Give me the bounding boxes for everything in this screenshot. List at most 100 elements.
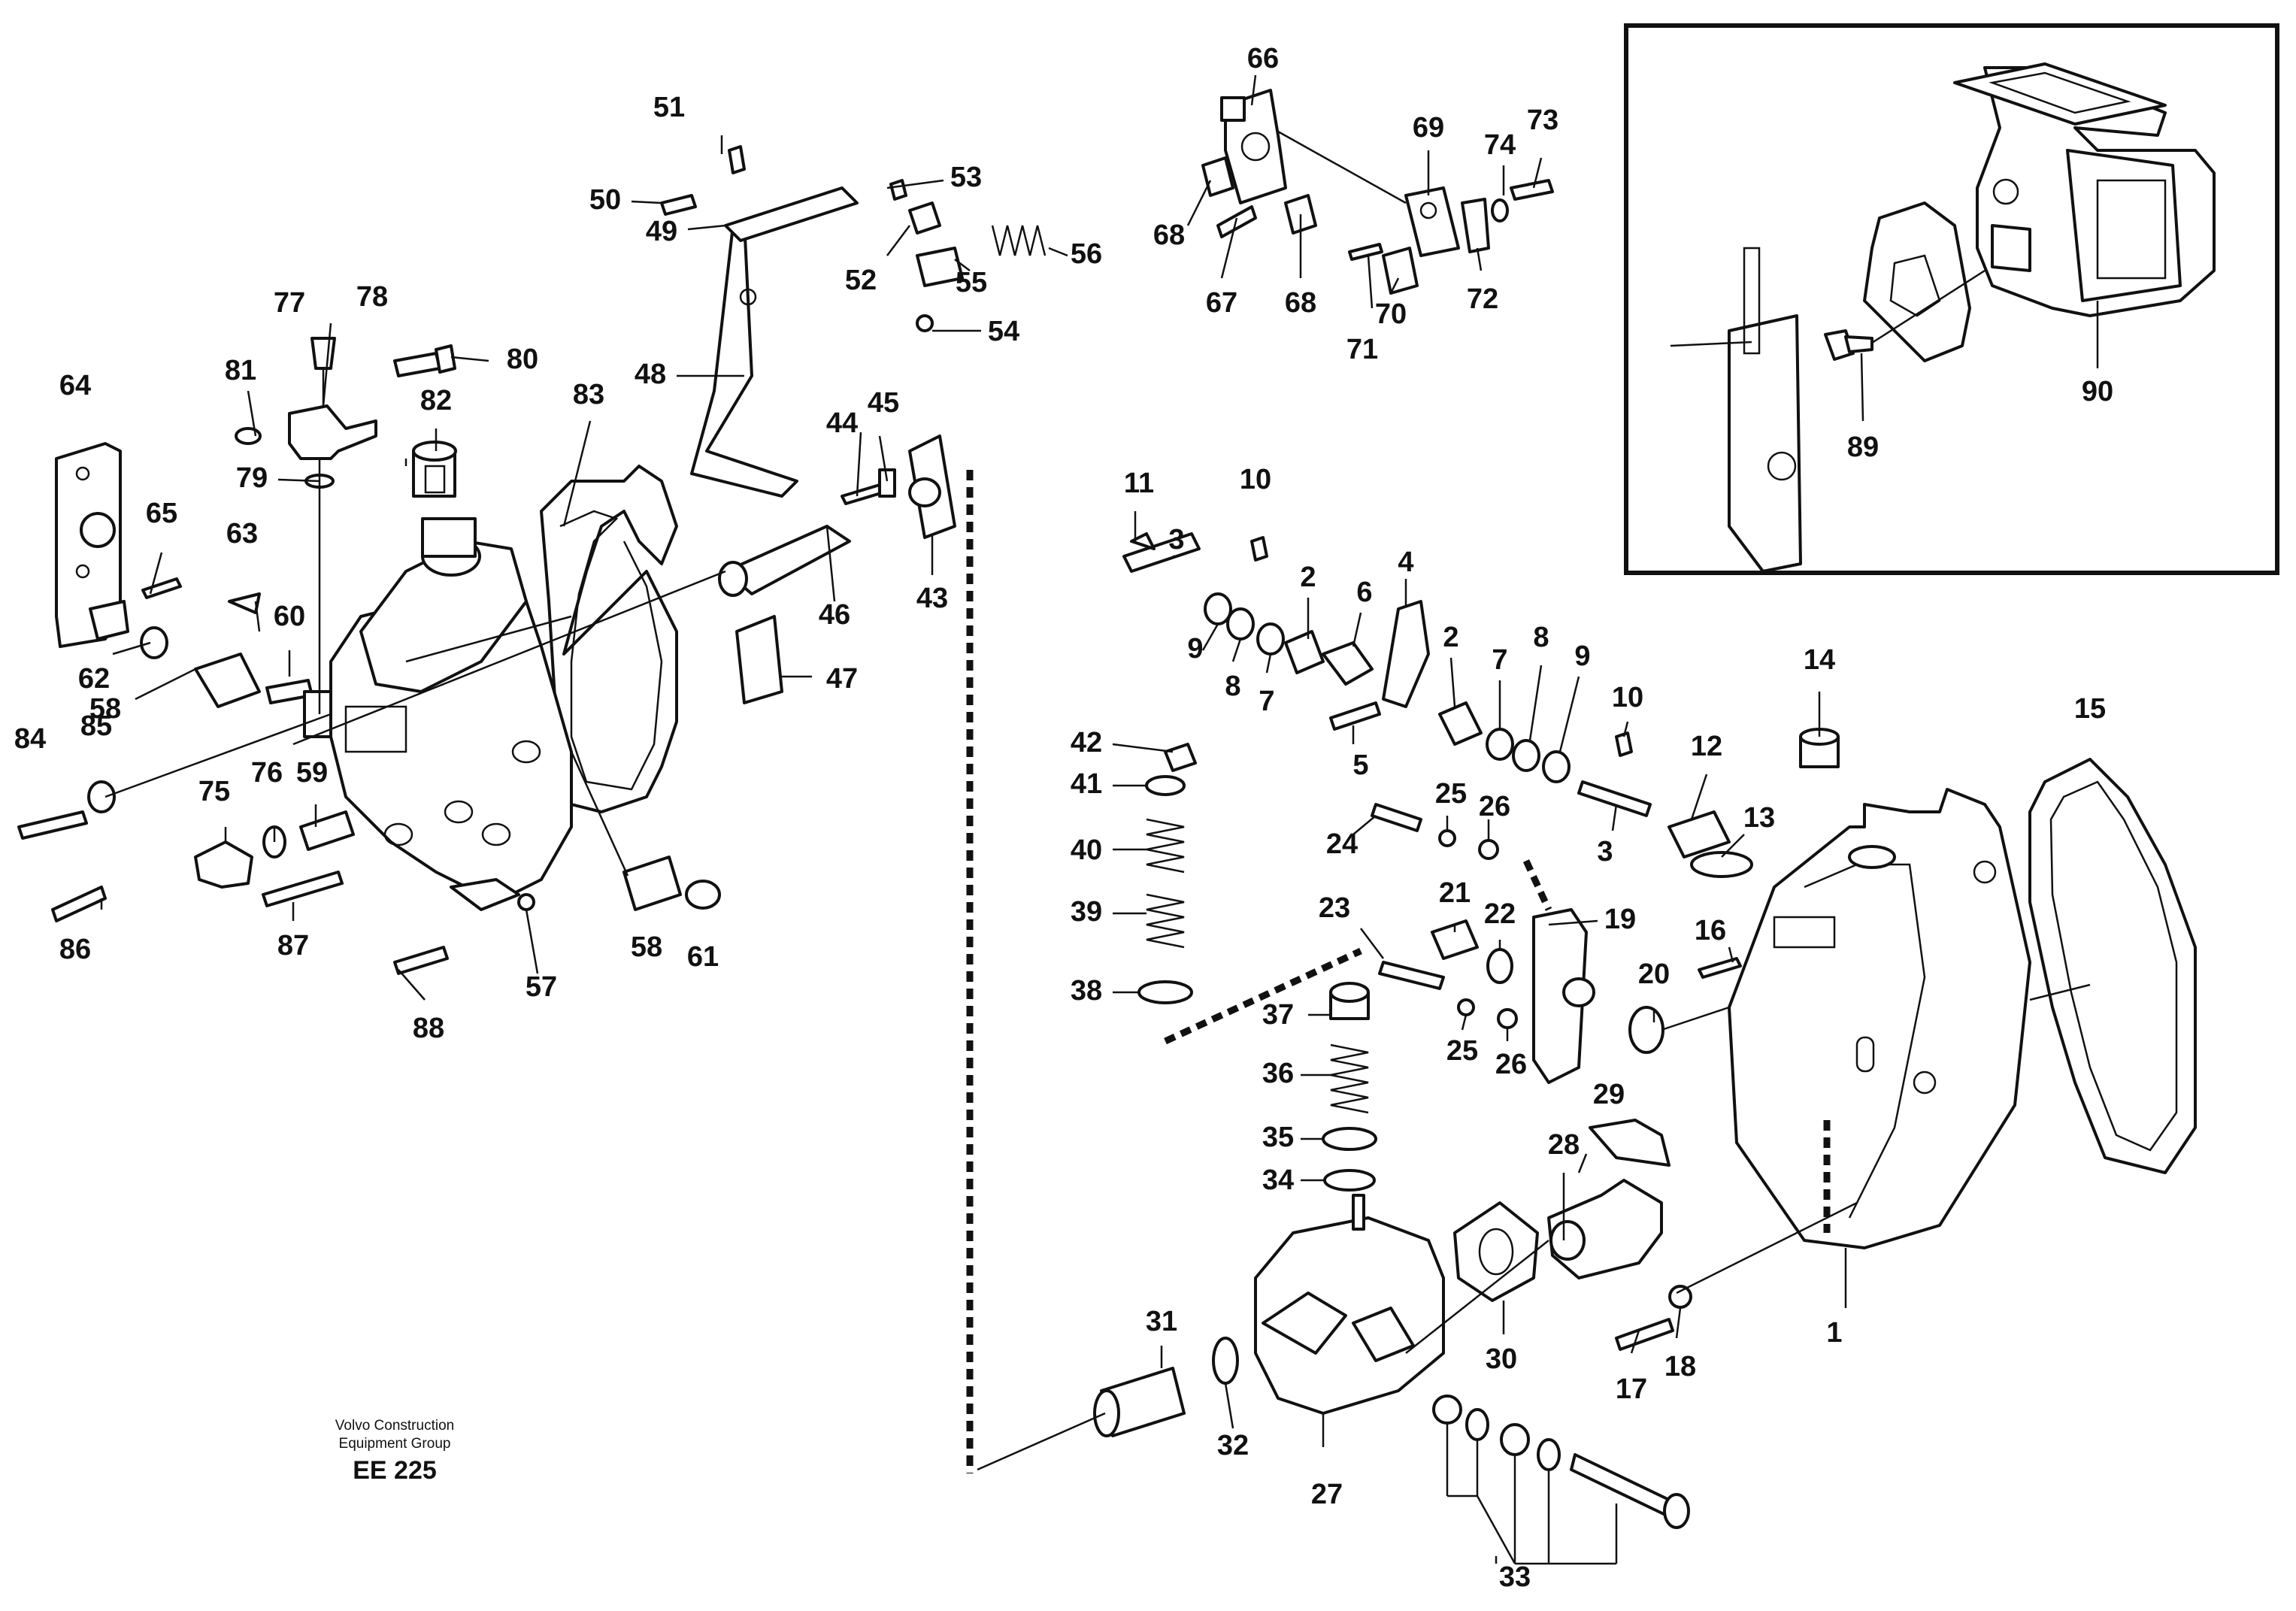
callout-17: 17 [1616, 1373, 1647, 1405]
callout-43: 43 [916, 583, 948, 614]
callout-83: 83 [573, 379, 604, 410]
callout-34: 34 [1262, 1164, 1294, 1196]
callout-32: 32 [1217, 1430, 1249, 1461]
callout-62: 62 [78, 663, 110, 695]
callout-33: 33 [1499, 1561, 1531, 1593]
callout-47: 47 [826, 663, 858, 695]
callout-73: 73 [1527, 104, 1558, 136]
callout-11: 11 [1124, 468, 1154, 499]
callout-29: 29 [1593, 1079, 1625, 1110]
callout-77: 77 [274, 287, 305, 319]
callout-13: 13 [1743, 802, 1775, 834]
callout-28: 28 [1548, 1129, 1580, 1161]
callout-19: 19 [1604, 904, 1636, 935]
callout-57: 57 [526, 971, 557, 1003]
callout-63: 63 [226, 518, 258, 550]
callout-45: 45 [868, 387, 899, 419]
callout-85: 85 [80, 710, 112, 742]
callout-82: 82 [420, 385, 452, 416]
callout-68: 68 [1153, 220, 1185, 251]
callout-2b: 2 [1443, 622, 1458, 653]
credit-line-2: Equipment Group [338, 1436, 451, 1452]
callout-84: 84 [14, 723, 46, 755]
credit-line-1: Volvo Construction [335, 1418, 455, 1434]
callout-90: 90 [2082, 376, 2113, 407]
callout-35: 35 [1262, 1122, 1294, 1153]
callout-12: 12 [1691, 731, 1722, 762]
callout-8b: 8 [1533, 622, 1549, 653]
callout-71: 71 [1346, 334, 1378, 365]
callout-36: 36 [1262, 1058, 1294, 1089]
callout-88: 88 [413, 1013, 444, 1044]
callout-5: 5 [1352, 749, 1368, 781]
lever-linkage-group [1201, 89, 1554, 295]
callout-44: 44 [826, 407, 858, 439]
dashed-connectors [966, 470, 1831, 1473]
callout-79: 79 [236, 462, 268, 494]
callout-52: 52 [845, 265, 877, 296]
callout-24: 24 [1326, 828, 1358, 860]
callout-80: 80 [507, 344, 538, 375]
callout-69: 69 [1413, 112, 1444, 144]
callout-7b: 7 [1492, 644, 1507, 676]
callout-51: 51 [653, 92, 685, 123]
callout-60: 60 [274, 601, 305, 632]
callout-54: 54 [988, 316, 1019, 347]
callout-49: 49 [646, 216, 677, 247]
callout-25: 25 [1435, 778, 1467, 810]
callout-48: 48 [635, 359, 666, 390]
callout-23: 23 [1319, 892, 1350, 924]
callout-14: 14 [1804, 644, 1835, 676]
callout-38: 38 [1071, 975, 1102, 1007]
callout-6: 6 [1356, 577, 1372, 608]
callout-58: 58 [89, 693, 121, 725]
callout-58b: 58 [631, 931, 662, 963]
leader-lines [100, 74, 2091, 1565]
callout-1: 1 [1826, 1317, 1842, 1349]
callout-15: 15 [2074, 693, 2106, 725]
callout-16: 16 [1695, 915, 1726, 946]
callout-72: 72 [1467, 283, 1498, 315]
callout-18: 18 [1664, 1351, 1696, 1382]
callout-61: 61 [687, 941, 719, 973]
callout-26b: 26 [1495, 1049, 1527, 1080]
callout-55: 55 [956, 267, 987, 298]
callout-59: 59 [296, 757, 328, 789]
credit-block: Volvo Construction Equipment Group EE 22… [308, 1417, 481, 1488]
callout-68b: 68 [1285, 287, 1316, 319]
callout-65: 65 [146, 498, 177, 529]
callout-42: 42 [1071, 727, 1102, 759]
callout-53: 53 [950, 162, 982, 193]
callout-40: 40 [1071, 834, 1102, 866]
governor-cover-group [17, 145, 1047, 975]
callout-89: 89 [1847, 432, 1879, 463]
callout-78: 78 [356, 281, 388, 313]
callout-8: 8 [1225, 671, 1240, 702]
callout-9: 9 [1187, 633, 1203, 665]
callout-39: 39 [1071, 896, 1102, 928]
callout-41: 41 [1071, 768, 1102, 800]
inset-detail [1624, 23, 2279, 575]
callout-81: 81 [225, 355, 256, 386]
callout-37: 37 [1262, 999, 1294, 1031]
callout-3b: 3 [1597, 836, 1613, 868]
callout-2: 2 [1300, 562, 1316, 593]
callout-labels: 1 2 2 3 3 4 5 6 7 7 8 8 9 9 10 10 11 12 … [14, 43, 2113, 1593]
callout-7: 7 [1259, 686, 1274, 717]
callout-74: 74 [1484, 129, 1516, 161]
callout-64: 64 [59, 370, 91, 401]
governor-housing-group [1093, 532, 2197, 1529]
callout-30: 30 [1486, 1343, 1517, 1375]
callout-87: 87 [277, 930, 309, 961]
callout-86: 86 [59, 934, 91, 965]
callout-76: 76 [251, 757, 283, 789]
callout-26: 26 [1479, 791, 1510, 822]
callout-66: 66 [1247, 43, 1279, 74]
callout-10: 10 [1240, 464, 1271, 495]
callout-67: 67 [1206, 287, 1237, 319]
callout-21: 21 [1439, 877, 1471, 909]
callout-9b: 9 [1574, 640, 1590, 672]
callout-20: 20 [1638, 958, 1670, 990]
callout-25b: 25 [1446, 1035, 1478, 1067]
